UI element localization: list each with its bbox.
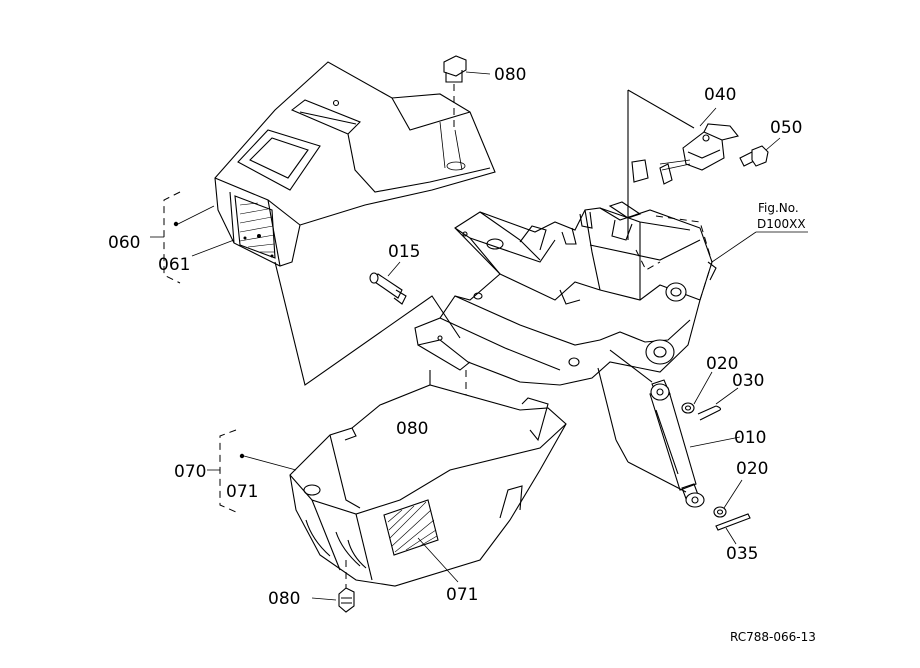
label-050: 050 [770, 118, 802, 138]
screw-050 [739, 137, 781, 167]
label-030: 030 [732, 371, 764, 391]
bolt-080-top [443, 55, 491, 130]
bracket-070-071 [207, 429, 297, 513]
gas-spring-010 [597, 349, 741, 508]
label-020-upper: 020 [706, 354, 738, 374]
clip-030 [697, 387, 739, 421]
reference-code: RC788-066-13 [730, 630, 816, 644]
label-060: 060 [108, 233, 140, 253]
label-015: 015 [388, 242, 420, 262]
washer-020-lower [713, 479, 743, 518]
washer-020-upper [681, 371, 713, 414]
label-070: 070 [174, 462, 206, 482]
bracket-060-061 [150, 191, 235, 284]
label-080-top: 080 [494, 65, 526, 85]
lower-cover-070 [289, 384, 567, 587]
pin-035 [715, 513, 751, 545]
label-020-lower: 020 [736, 459, 768, 479]
label-fig-no: Fig.No. [758, 201, 799, 215]
fig-no-leader [711, 231, 808, 263]
label-071-panel: 071 [446, 585, 478, 605]
label-040: 040 [704, 85, 736, 105]
label-071-bracket: 071 [226, 482, 258, 502]
bolt-080-bottom [311, 560, 355, 613]
upper-cover-060 [214, 61, 496, 267]
label-080-bottom: 080 [268, 589, 300, 609]
label-035: 035 [726, 544, 758, 564]
pin-015 [369, 261, 407, 305]
label-010: 010 [734, 428, 766, 448]
label-080-mid: 080 [396, 419, 428, 439]
switch-040 [627, 89, 739, 240]
label-fig-code: D100XX [757, 217, 806, 231]
main-frame-bracket [414, 201, 717, 386]
label-061: 061 [158, 255, 190, 275]
